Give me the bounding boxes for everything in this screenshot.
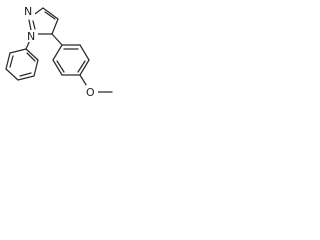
phenyl-bond-2 <box>5 52 11 70</box>
bond-n1-n2-inner <box>32 20 36 30</box>
aryl-bond-5 <box>52 59 63 76</box>
phenyl-double-1 <box>9 55 14 68</box>
bond-c4-c5 <box>51 18 59 35</box>
phenyl-bond-4 <box>17 75 35 81</box>
methoxyphenyl-ring <box>51 33 113 93</box>
atom-n2: N <box>24 5 35 18</box>
atom-n1: N <box>27 30 38 43</box>
atom-label-n1: N <box>27 30 35 43</box>
pyrazole-ring <box>28 7 59 35</box>
phenyl-bond-3 <box>5 68 19 81</box>
phenyl-double-3 <box>26 52 36 62</box>
phenyl-bond-6 <box>25 48 39 61</box>
atom-o: O <box>86 85 98 99</box>
phenyl-double-2 <box>19 72 32 77</box>
atom-label-n2: N <box>24 5 32 18</box>
aryl-bond-6 <box>52 44 63 61</box>
bond-c3-c4 <box>42 7 59 20</box>
bond-n1-n2 <box>28 19 32 31</box>
bond-c3-c4-inner <box>44 11 56 20</box>
aryl-bond-3 <box>79 59 90 76</box>
bond-c5-aryl <box>51 33 63 46</box>
chemical-structure: N N O <box>5 5 113 99</box>
aryl-double-3 <box>56 60 65 73</box>
phenyl-bond-5 <box>33 59 39 77</box>
phenyl-bond-1 <box>9 48 27 54</box>
atom-label-o: O <box>86 86 95 99</box>
aryl-bond-2 <box>79 44 90 61</box>
phenyl-ring <box>5 37 39 81</box>
aryl-double-2 <box>77 60 86 73</box>
